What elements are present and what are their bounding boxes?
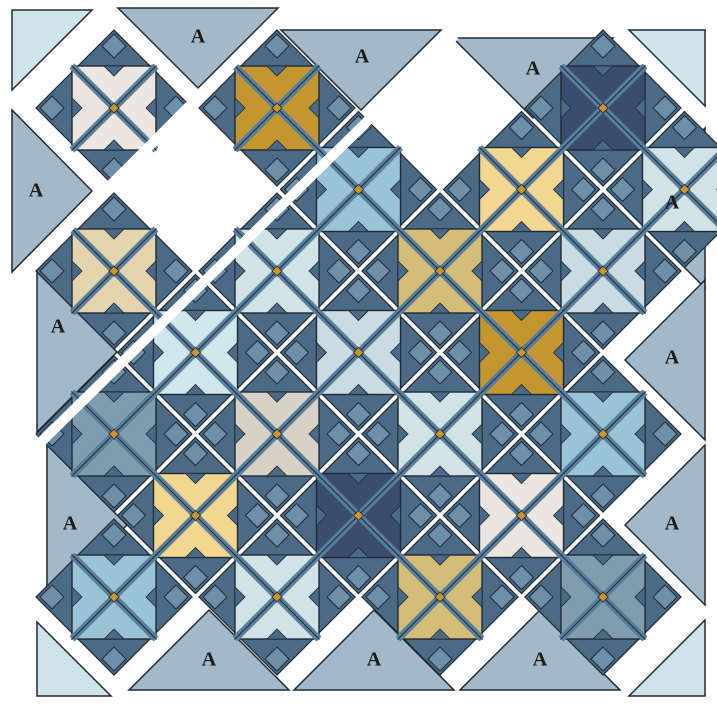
label-a-left-3: A [63,513,78,535]
label-a-bottom-2: A [367,649,382,671]
label-a-right-1: A [665,192,680,214]
label-a-left-2: A [51,316,66,338]
label-a-top-2: A [355,46,370,68]
label-a-top-1: A [191,26,206,48]
label-a-right-2: A [665,347,680,369]
label-a-top-3: A [526,58,541,80]
label-a-bottom-3: A [533,649,548,671]
label-a-left-1: A [29,180,44,202]
label-a-right-3: A [665,513,680,535]
label-a-bottom-1: A [202,649,217,671]
